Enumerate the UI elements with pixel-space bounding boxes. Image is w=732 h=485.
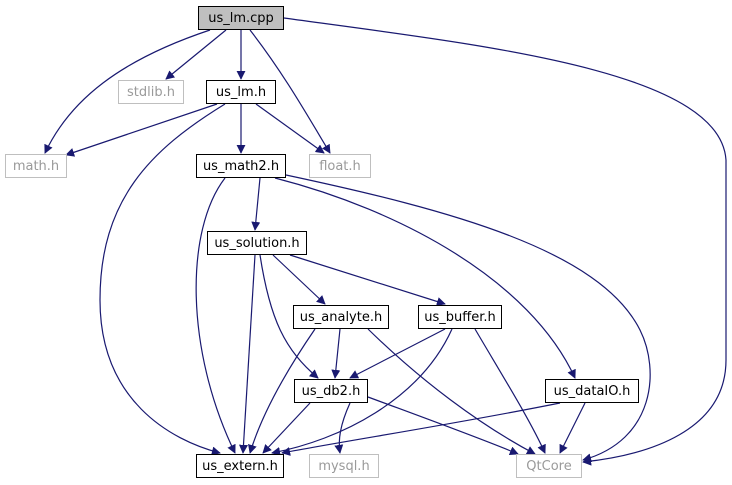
edge-us-math2-h-to-us-solution-h <box>251 177 261 231</box>
node-us-solution-h[interactable]: us_solution.h <box>207 231 307 255</box>
node-us-analyte-h[interactable]: us_analyte.h <box>293 305 389 329</box>
node-us-dataio-h[interactable]: us_dataIO.h <box>545 379 639 403</box>
edge-us-lm-cpp-to-math-h <box>44 29 211 154</box>
node-math-h[interactable]: math.h <box>5 154 67 178</box>
edge-us-solution-h-to-us-buffer-h <box>289 254 446 306</box>
edge-us-buffer-h-to-us-extern-h <box>271 328 453 456</box>
edge-us-dataio-h-to-us-extern-h <box>281 402 561 456</box>
node-us-db2-h[interactable]: us_db2.h <box>294 379 368 403</box>
edge-us-buffer-h-to-qtcore <box>474 328 546 454</box>
edge-us-buffer-h-to-us-db2-h <box>349 328 446 379</box>
edge-us-db2-h-to-us-extern-h <box>262 402 311 454</box>
edge-us-math2-h-to-us-dataio-h <box>274 177 576 379</box>
edge-us-solution-h-to-us-analyte-h <box>272 254 326 305</box>
edge-us-math2-h-to-us-extern-h <box>195 177 236 454</box>
node-mysql-h[interactable]: mysql.h <box>309 454 379 478</box>
node-us-buffer-h[interactable]: us_buffer.h <box>418 305 502 329</box>
edge-us-lm-cpp-to-float-h <box>249 29 331 154</box>
edge-us-analyte-h-to-us-db2-h <box>331 328 341 379</box>
edge-us-lm-h-to-us-extern-h <box>99 103 226 456</box>
edge-us-solution-h-to-us-extern-h <box>238 254 256 454</box>
edge-us-dataio-h-to-qtcore <box>559 402 586 454</box>
edge-us-analyte-h-to-us-extern-h <box>248 328 316 454</box>
edge-us-lm-h-to-math-h <box>65 103 218 157</box>
edge-us-solution-h-to-us-db2-h <box>259 254 319 379</box>
node-us-math2-h[interactable]: us_math2.h <box>196 154 286 178</box>
edge-us-math2-h-to-qtcore <box>285 174 651 463</box>
node-qtcore[interactable]: QtCore <box>516 454 582 478</box>
edge-us-lm-h-to-float-h <box>255 103 325 154</box>
node-us-extern-h[interactable]: us_extern.h <box>196 454 284 478</box>
edge-group <box>44 17 727 466</box>
node-us-lm-h[interactable]: us_lm.h <box>206 80 276 104</box>
edge-us-lm-cpp-to-stdlib-h <box>165 29 227 80</box>
edge-us-lm-cpp-to-qtcore <box>283 17 727 466</box>
edge-us-analyte-h-to-qtcore <box>367 328 536 455</box>
node-float-h[interactable]: float.h <box>309 154 371 178</box>
edge-us-db2-h-to-mysql-h <box>334 402 351 454</box>
edge-us-db2-h-to-qtcore <box>367 396 519 455</box>
node-stdlib-h[interactable]: stdlib.h <box>118 80 184 104</box>
node-us-lm-cpp[interactable]: us_lm.cpp <box>198 6 284 30</box>
